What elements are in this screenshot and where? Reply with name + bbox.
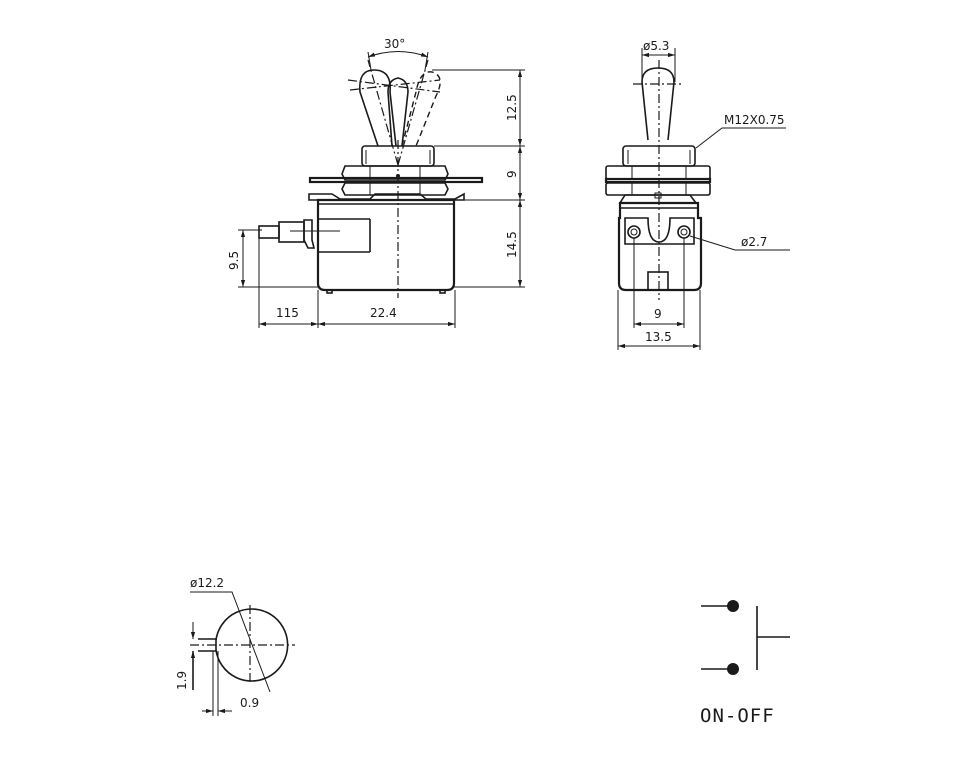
terminal-side-icon	[258, 219, 340, 249]
schematic-label: ON-OFF	[700, 705, 775, 727]
thread-leader	[695, 127, 786, 149]
body-width-front-label: 13.5	[645, 330, 672, 344]
cutout-diameter-label: ø12.2	[190, 576, 225, 590]
body-height-label: 14.5	[505, 231, 519, 258]
thread-spec-label: M12X0.75	[724, 113, 785, 127]
front-view	[604, 48, 790, 350]
lever-side-icon	[347, 59, 441, 166]
switch-body-side	[316, 198, 456, 292]
key-height-label: 1.9	[175, 670, 189, 690]
lever-front-icon	[641, 67, 675, 141]
terminal-height-label: 9.5	[227, 250, 241, 270]
terminal-spacing-label: 9	[654, 307, 662, 321]
terminal-hole-label: ø2.7	[741, 235, 768, 249]
angle-label: 30°	[384, 37, 406, 51]
washer	[308, 176, 484, 184]
panel-cutout	[190, 591, 295, 716]
body-width-side-label: 22.4	[370, 306, 397, 320]
angle-arc	[367, 51, 429, 58]
bushing-height-label: 9	[505, 170, 519, 178]
on-off-schematic-icon	[701, 600, 790, 675]
side-view	[238, 51, 525, 328]
lever-diameter-label: ø5.3	[643, 39, 670, 53]
terminal-length-label: 115	[276, 306, 299, 320]
lever-height-label: 12.5	[505, 94, 519, 121]
switch-body-front	[617, 201, 703, 292]
key-width-label: 0.9	[240, 696, 260, 710]
